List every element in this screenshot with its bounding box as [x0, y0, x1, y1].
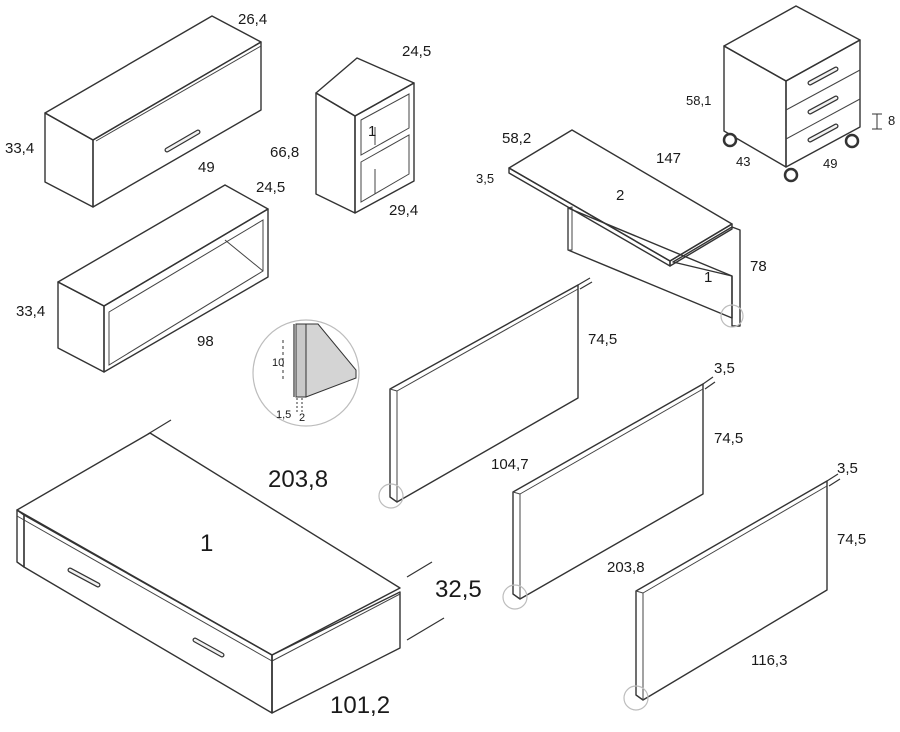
- wall-cabinet-top: [44, 15, 262, 141]
- panel-2-height: 74,5: [714, 430, 743, 447]
- panel-1-height: 74,5: [588, 331, 617, 348]
- panel-1-width: 104,7: [491, 456, 529, 473]
- desk-top-label: 2: [616, 187, 624, 204]
- drawer-unit-width: 49: [823, 156, 837, 171]
- wall-cabinet-front: [92, 41, 262, 208]
- edge-detail-circle: [252, 319, 360, 427]
- open-shelf-height: 33,4: [16, 303, 45, 320]
- wall-cabinet-side: [44, 112, 94, 208]
- desk-thickness: 3,5: [476, 171, 494, 186]
- wall-cabinet: [44, 15, 262, 208]
- wall-cabinet-depth: 26,4: [238, 11, 267, 28]
- wall-cabinet-handle: [165, 130, 200, 152]
- edge-detail-thickness: 2: [299, 412, 305, 424]
- desk-width: 147: [656, 150, 681, 167]
- open-shelf-depth: 24,5: [256, 179, 285, 196]
- bookcase-depth: 24,5: [402, 43, 431, 60]
- wall-cabinet-height: 33,4: [5, 140, 34, 157]
- bed-width: 101,2: [330, 692, 390, 719]
- edge-detail-gap: 1,5: [276, 409, 291, 421]
- desk: [508, 129, 744, 328]
- desk-leg-label: 1: [704, 269, 712, 286]
- panel-1: [378, 277, 593, 509]
- bookcase-width: 29,4: [389, 202, 418, 219]
- bed-label: 1: [200, 530, 213, 557]
- bed-height: 32,5: [435, 576, 482, 603]
- panel-2-thickness: 3,5: [714, 360, 735, 377]
- bed-front: [23, 514, 273, 714]
- drawer-unit-depth: 43: [736, 154, 750, 169]
- bed-handle-left: [68, 568, 100, 587]
- drawer-unit-height: 58,1: [686, 93, 711, 108]
- panel-3-width: 116,3: [751, 652, 787, 669]
- edge-detail-height: 10: [272, 357, 284, 369]
- bed-handle-right: [193, 638, 224, 657]
- panel-3-thickness: 3,5: [837, 460, 858, 477]
- bookcase-label: 1: [368, 123, 376, 140]
- wall-cabinet-width: 49: [198, 159, 215, 176]
- desk-depth: 58,2: [502, 130, 531, 147]
- desk-height: 78: [750, 258, 767, 275]
- desk-leg: [567, 207, 733, 319]
- drawer-unit-wheel-gap: 8: [888, 113, 895, 128]
- bed: [16, 419, 445, 714]
- panel-2-width: 203,8: [607, 559, 645, 576]
- panel-2: [502, 376, 716, 610]
- bookcase: [315, 57, 415, 214]
- panel-3-height: 74,5: [837, 531, 866, 548]
- bed-length: 203,8: [268, 466, 328, 493]
- open-shelf: [57, 184, 269, 373]
- edge-detail: [252, 319, 360, 427]
- drawer-unit: [722, 5, 882, 183]
- bed-top: [16, 432, 401, 656]
- bookcase-height: 66,8: [270, 144, 299, 161]
- open-shelf-width: 98: [197, 333, 214, 350]
- panel-3: [623, 473, 841, 711]
